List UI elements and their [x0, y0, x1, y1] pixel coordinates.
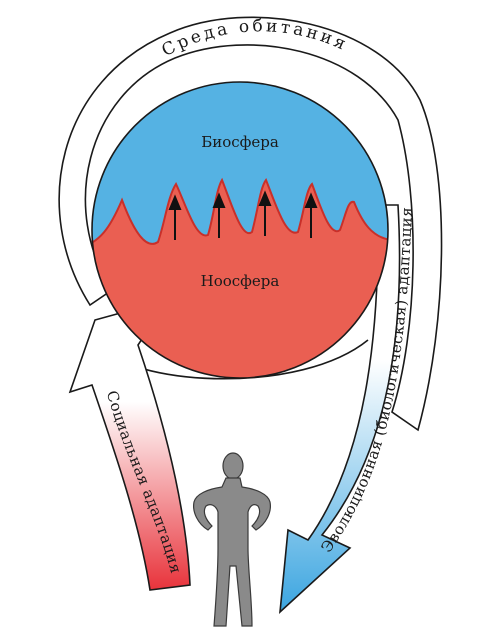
up-arrow-icon	[258, 190, 272, 236]
sphere	[91, 81, 389, 379]
up-arrow-icon	[304, 192, 318, 238]
noosphere-label: Ноосфера	[201, 272, 280, 290]
biosphere-label: Биосфера	[201, 133, 279, 151]
noosphere-region	[92, 177, 388, 378]
up-arrow-icon	[168, 194, 182, 240]
human-figure-icon	[193, 452, 271, 627]
up-arrow-icon	[212, 192, 226, 238]
habitat-band	[58, 16, 443, 432]
up-arrows	[168, 190, 318, 240]
